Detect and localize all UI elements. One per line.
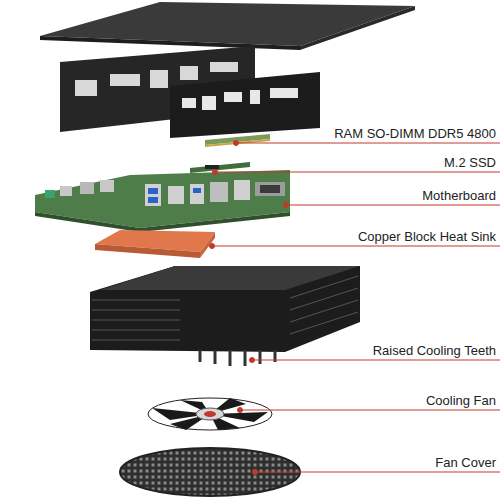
ssd-card (190, 162, 250, 173)
part-label: Copper Block Heat Sink (358, 229, 496, 244)
part-label: RAM SO-DIMM DDR5 4800 (334, 126, 496, 141)
motherboard (35, 170, 290, 232)
part-label: Fan Cover (435, 455, 496, 470)
cooling-fan (148, 398, 272, 430)
part-label: M.2 SSD (444, 155, 496, 170)
copper-block (95, 230, 215, 258)
io-plate-front (170, 72, 320, 138)
part-label: Cooling Fan (426, 393, 496, 408)
heatsink (90, 266, 360, 366)
part-label: Motherboard (422, 188, 496, 203)
top-plate (40, 2, 415, 50)
leader-lines (210, 141, 500, 475)
ram-stick (205, 134, 270, 147)
part-label: Raised Cooling Teeth (373, 343, 496, 358)
